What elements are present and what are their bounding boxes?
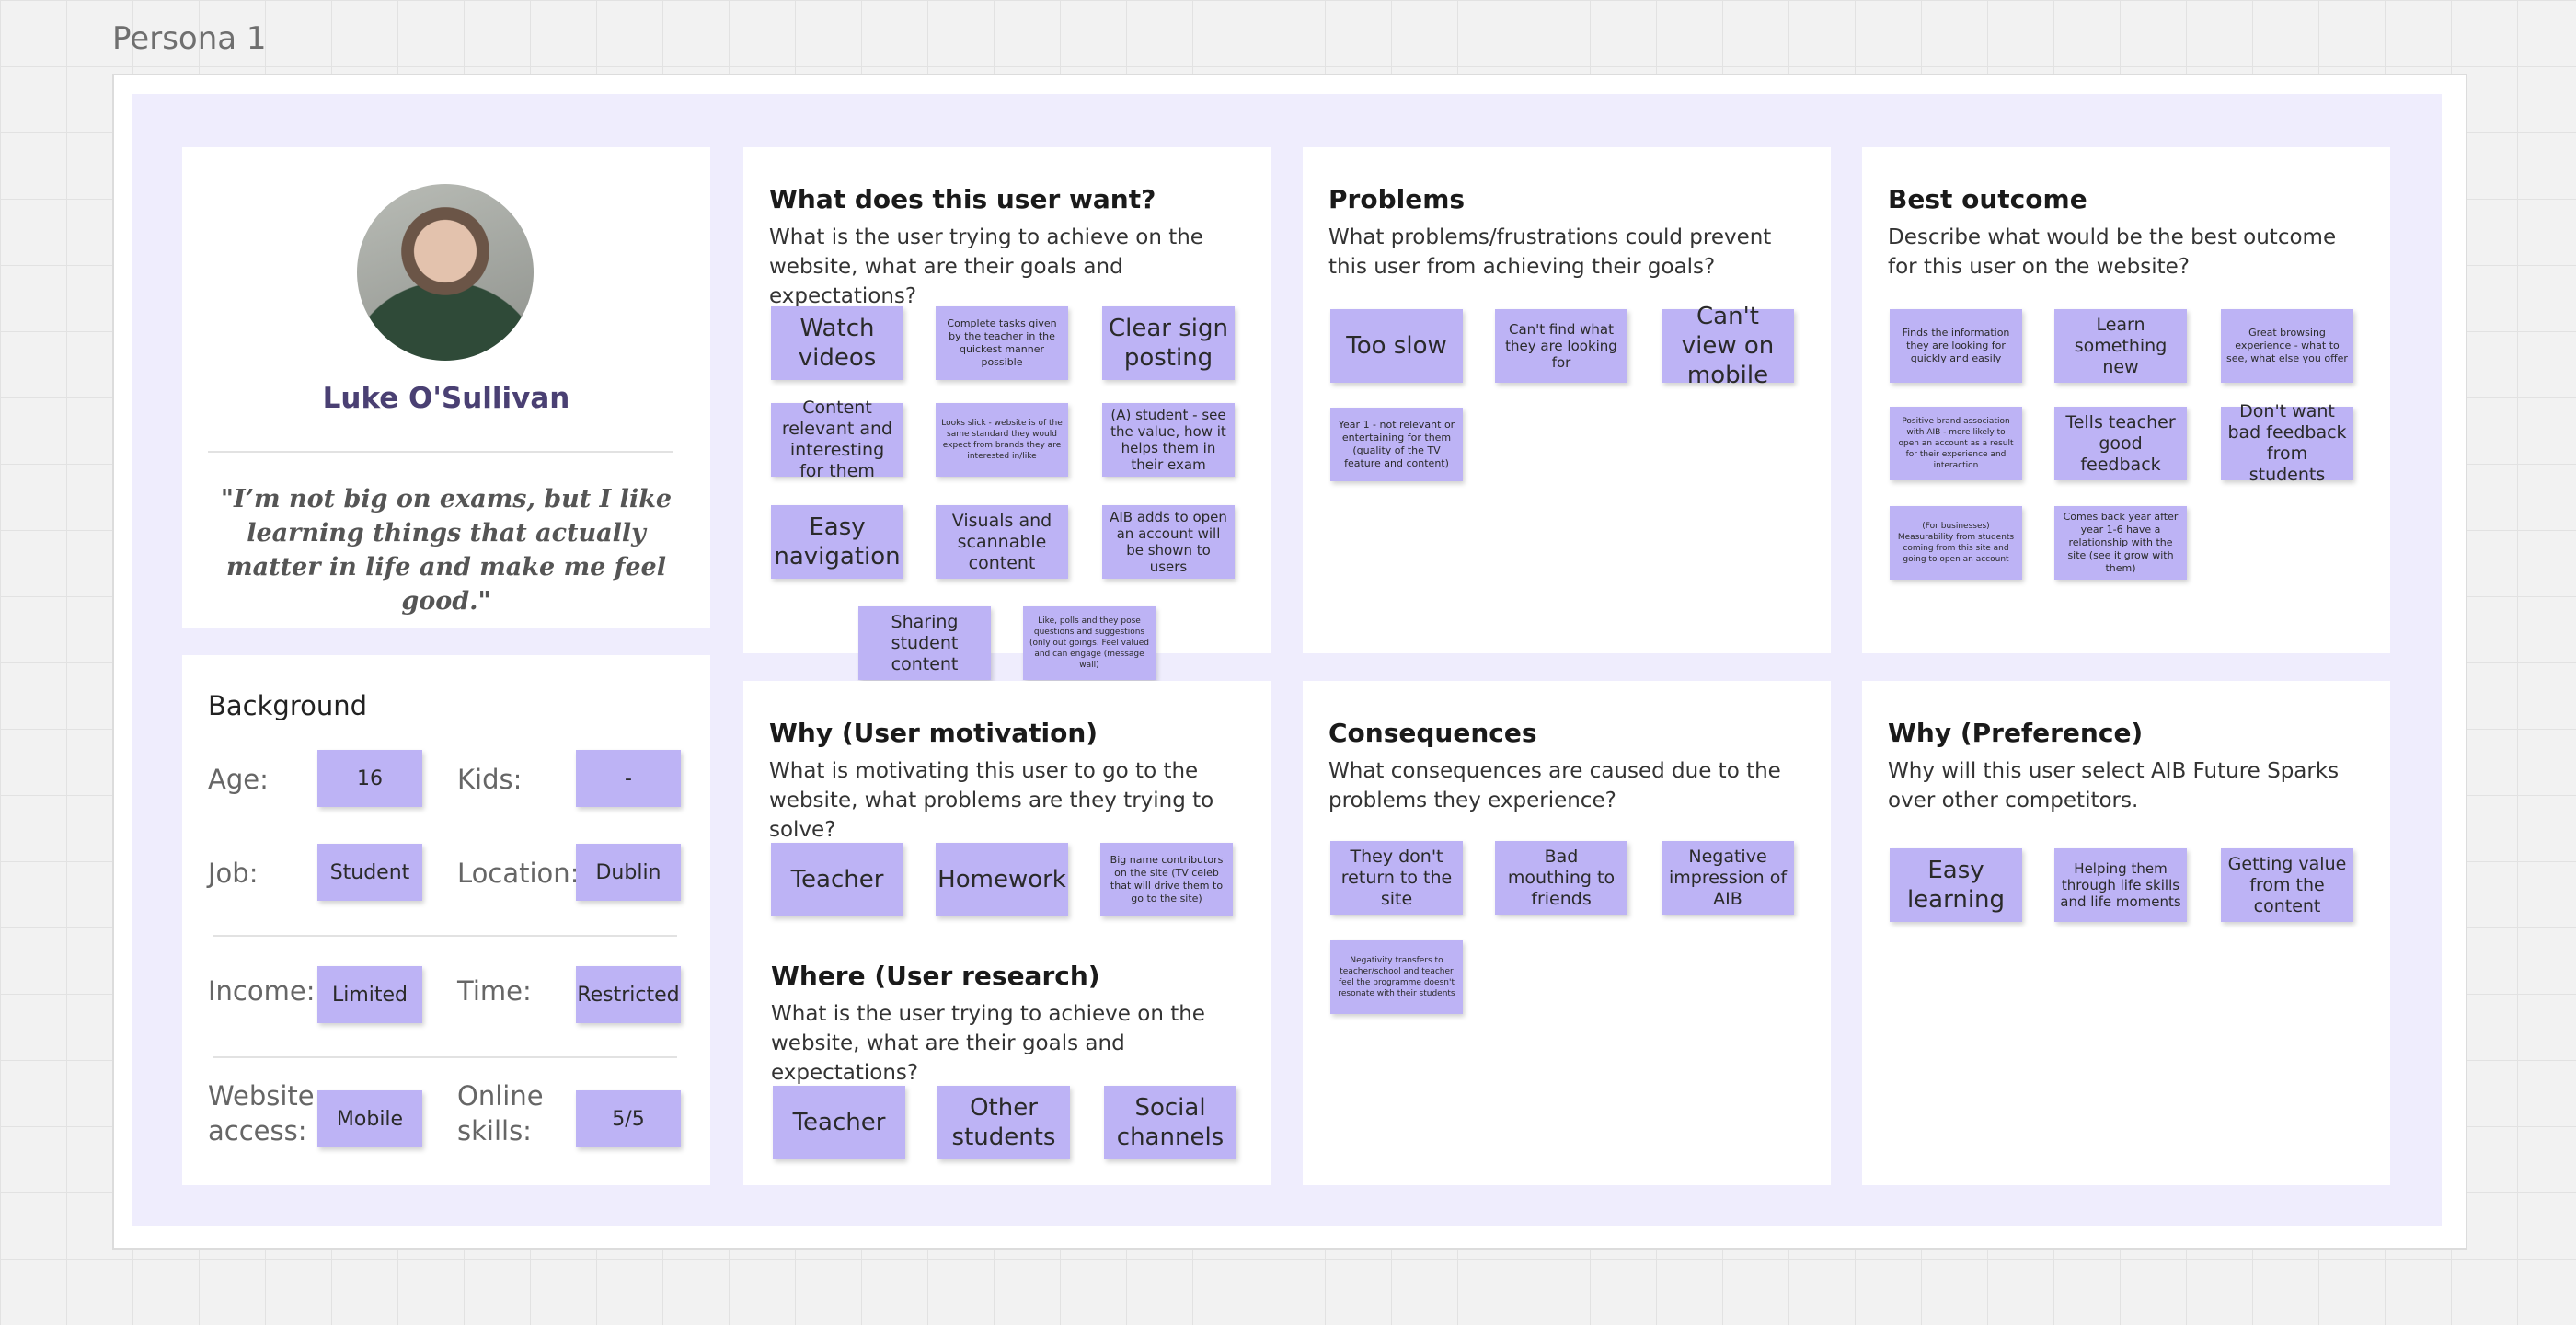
sticky-note[interactable]: Tells teacher good feedback bbox=[2054, 407, 2187, 480]
sticky-note[interactable]: Negativity transfers to teacher/school a… bbox=[1330, 940, 1463, 1014]
sticky-note[interactable]: (For businesses) Measurability from stud… bbox=[1890, 506, 2022, 580]
age-value[interactable]: 16 bbox=[317, 750, 422, 807]
sticky-note[interactable]: Don't want bad feedback from students bbox=[2221, 401, 2353, 485]
sticky-note[interactable]: Bad mouthing to friends bbox=[1495, 841, 1627, 915]
persona-quote: "I’m not big on exams, but I like learni… bbox=[220, 485, 673, 616]
sticky-note[interactable]: Visuals and scannable content bbox=[936, 505, 1068, 579]
sticky-note[interactable]: Negative impression of AIB bbox=[1662, 841, 1794, 915]
wants-title: What does this user want? bbox=[769, 184, 1156, 214]
sticky-note[interactable]: Like, polls and they pose questions and … bbox=[1023, 606, 1156, 680]
website-access-value[interactable]: Mobile bbox=[317, 1090, 422, 1147]
job-label: Job: bbox=[208, 858, 259, 889]
preference-title: Why (Preference) bbox=[1888, 718, 2144, 748]
sticky-note[interactable]: Social channels bbox=[1104, 1086, 1236, 1159]
sticky-note[interactable]: Too slow bbox=[1330, 309, 1463, 383]
problems-card: Problems What problems/frustrations coul… bbox=[1303, 147, 1831, 653]
sticky-note[interactable]: Getting value from the content bbox=[2221, 848, 2353, 922]
sticky-note[interactable]: Teacher bbox=[771, 843, 903, 916]
sticky-note[interactable]: Finds the information they are looking f… bbox=[1890, 309, 2022, 383]
online-skills-label: Online skills: bbox=[457, 1080, 544, 1146]
sticky-note[interactable]: Easy learning bbox=[1890, 848, 2022, 922]
sticky-note[interactable]: Teacher bbox=[773, 1086, 905, 1159]
best-outcome-title: Best outcome bbox=[1888, 184, 2087, 214]
income-value[interactable]: Limited bbox=[317, 966, 422, 1023]
background-title: Background bbox=[208, 690, 368, 721]
kids-label: Kids: bbox=[457, 764, 523, 795]
sticky-note[interactable]: Can't view on mobile bbox=[1662, 303, 1794, 389]
research-title: Where (User research) bbox=[771, 961, 1100, 991]
profile-divider bbox=[208, 451, 673, 453]
motivation-description: What is motivating this user to go to th… bbox=[769, 759, 1214, 842]
location-value[interactable]: Dublin bbox=[576, 844, 681, 901]
sticky-note[interactable]: Looks slick - website is of the same sta… bbox=[936, 403, 1068, 477]
consequences-card: Consequences What consequences are cause… bbox=[1303, 681, 1831, 1185]
kids-value[interactable]: - bbox=[576, 750, 681, 807]
time-value[interactable]: Restricted bbox=[576, 966, 681, 1023]
sticky-note[interactable]: Big name contributors on the site (TV ce… bbox=[1100, 843, 1233, 916]
background-divider bbox=[213, 1056, 677, 1058]
age-label: Age: bbox=[208, 764, 269, 795]
sticky-note[interactable]: Comes back year after year 1-6 have a re… bbox=[2054, 506, 2187, 580]
avatar bbox=[357, 184, 534, 361]
consequences-description: What consequences are caused due to the … bbox=[1328, 759, 1781, 812]
sticky-note[interactable]: Year 1 - not relevant or entertaining fo… bbox=[1330, 408, 1463, 481]
consequences-title: Consequences bbox=[1328, 718, 1537, 748]
wants-description: What is the user trying to achieve on th… bbox=[769, 225, 1203, 308]
sticky-note[interactable]: Watch videos bbox=[771, 306, 903, 380]
time-label: Time: bbox=[457, 975, 532, 1007]
location-label: Location: bbox=[457, 858, 580, 889]
sticky-note[interactable]: Can't find what they are looking for bbox=[1495, 309, 1627, 383]
sticky-note[interactable]: Content relevant and interesting for the… bbox=[771, 398, 903, 481]
problems-description: What problems/frustrations could prevent… bbox=[1328, 225, 1772, 279]
income-label: Income: bbox=[208, 975, 316, 1007]
preference-description: Why will this user select AIB Future Spa… bbox=[1888, 759, 2340, 812]
sticky-note[interactable]: Clear sign posting bbox=[1102, 306, 1235, 380]
website-access-label: Website access: bbox=[208, 1080, 315, 1146]
preference-card: Why (Preference) Why will this user sele… bbox=[1862, 681, 2390, 1185]
persona-profile-card: Luke O'Sullivan "I’m not big on exams, b… bbox=[182, 147, 710, 628]
sticky-note[interactable]: Learn something new bbox=[2054, 309, 2187, 383]
background-card: Background Age: 16 Kids: - Job: Student … bbox=[182, 655, 710, 1185]
sticky-note[interactable]: Other students bbox=[937, 1086, 1070, 1159]
frame-title[interactable]: Persona 1 bbox=[112, 20, 267, 57]
sticky-note[interactable]: (A) student - see the value, how it help… bbox=[1102, 403, 1235, 477]
sticky-note[interactable]: Homework bbox=[936, 843, 1068, 916]
sticky-note[interactable]: Sharing student content bbox=[858, 606, 991, 680]
sticky-note[interactable]: They don't return to the site bbox=[1330, 841, 1463, 915]
research-description: What is the user trying to achieve on th… bbox=[771, 1002, 1205, 1085]
sticky-note[interactable]: Positive brand association with AIB - mo… bbox=[1890, 407, 2022, 480]
job-value[interactable]: Student bbox=[317, 844, 422, 901]
sticky-note[interactable]: Great browsing experience - what to see,… bbox=[2221, 309, 2353, 383]
sticky-note[interactable]: Complete tasks given by the teacher in t… bbox=[936, 306, 1068, 380]
problems-title: Problems bbox=[1328, 184, 1466, 214]
sticky-note[interactable]: AIB adds to open an account will be show… bbox=[1102, 505, 1235, 579]
persona-name: Luke O'Sullivan bbox=[322, 382, 570, 415]
motivation-title: Why (User motivation) bbox=[769, 718, 1098, 748]
best-outcome-description: Describe what would be the best outcome … bbox=[1888, 225, 2337, 279]
online-skills-value[interactable]: 5/5 bbox=[576, 1090, 681, 1147]
sticky-note[interactable]: Easy navigation bbox=[771, 505, 903, 579]
background-divider bbox=[213, 935, 677, 937]
sticky-note[interactable]: Helping them through life skills and lif… bbox=[2054, 848, 2187, 922]
